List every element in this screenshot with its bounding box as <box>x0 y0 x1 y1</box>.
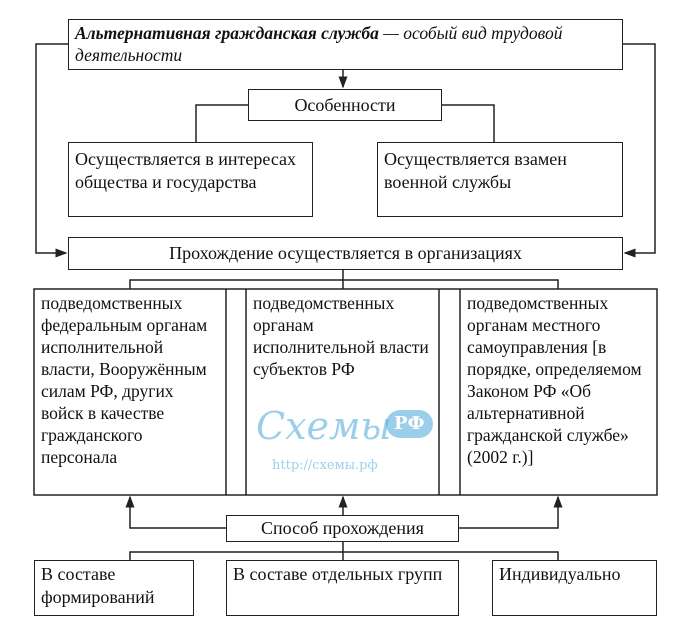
feature-text: Осуществляется взамен военной службы <box>384 149 567 192</box>
title-box: Альтернативная гражданская служба — особ… <box>68 19 623 70</box>
method-item: В составе формирований <box>34 560 194 616</box>
org-column: подведомственных органам исполнительной … <box>247 289 439 495</box>
method-item-text: В составе отдельных групп <box>233 564 443 584</box>
title-rest: — особый вид трудовой деятельности <box>75 23 563 65</box>
organizations-label: Прохождение осуществляется в организация… <box>169 243 522 263</box>
feature-text: Осуществляется в интересах общества и го… <box>75 149 297 192</box>
method-item: В составе отдельных групп <box>226 560 459 616</box>
org-column-text: подведомственных федеральным органам исп… <box>41 293 208 467</box>
org-column-text: подведомственных органам местного самоуп… <box>467 293 642 467</box>
feature-item: Осуществляется в интересах общества и го… <box>68 142 313 217</box>
title-bold: Альтернативная гражданская служба <box>75 23 379 43</box>
method-item: Индивидуально <box>492 560 657 616</box>
method-item-text: В составе формирований <box>41 564 155 607</box>
features-label: Особенности <box>294 94 396 115</box>
method-item-text: Индивидуально <box>499 564 621 584</box>
features-box: Особенности <box>248 89 442 121</box>
organizations-box: Прохождение осуществляется в организация… <box>68 237 623 270</box>
org-column: подведомственных органам местного самоуп… <box>461 289 657 495</box>
feature-item: Осуществляется взамен военной службы <box>377 142 623 217</box>
org-column-text: подведомственных органам исполнительной … <box>253 293 429 379</box>
org-column: подведомственных федеральным органам исп… <box>35 289 226 495</box>
method-label: Способ прохождения <box>261 518 424 538</box>
method-box: Способ прохождения <box>226 515 459 542</box>
